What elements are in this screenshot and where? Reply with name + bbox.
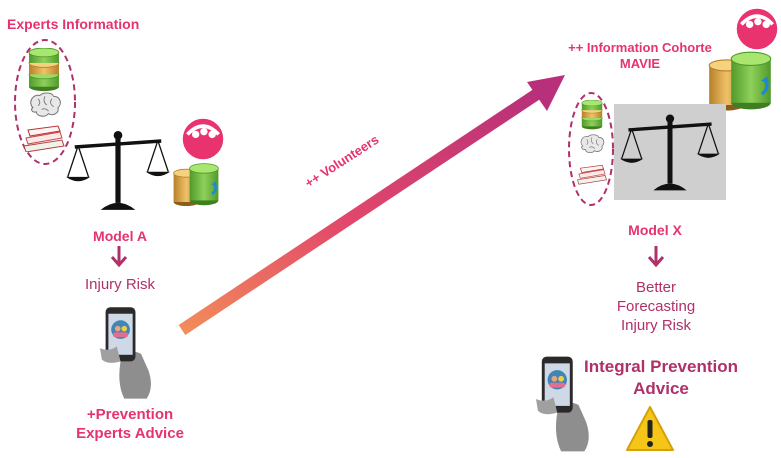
model-x-label: Model X <box>628 222 682 238</box>
information-cohorte-line2: MAVIE <box>619 56 661 71</box>
information-cohorte-line1: ++ Information Cohorte <box>568 40 712 55</box>
prevention-advice-line2: Experts Advice <box>76 425 184 442</box>
arrow-down-icon <box>647 246 665 268</box>
integral-prevention-text: Integral Prevention Advice <box>576 356 746 400</box>
brain-icon <box>578 134 606 154</box>
prevention-advice-text: +Prevention Experts Advice <box>50 405 210 443</box>
information-cohorte-text: ++ Information Cohorte MAVIE <box>540 40 740 72</box>
better-forecasting-line2: Forecasting <box>616 298 696 315</box>
better-forecasting-line3: Injury Risk <box>620 317 691 334</box>
better-forecasting-line1: Better <box>635 279 677 296</box>
model-a-label: Model A <box>93 228 147 244</box>
warning-icon <box>626 406 674 451</box>
mavie-logo-icon <box>734 6 780 52</box>
integral-prevention-line1: Integral Prevention <box>584 357 738 376</box>
prevention-advice-line1: +Prevention <box>86 406 174 423</box>
experts-information-title: Experts Information <box>7 16 140 32</box>
database-icon <box>578 100 606 130</box>
experts-dashed-ellipse <box>14 39 76 165</box>
arrow-down-icon <box>110 246 128 268</box>
injury-risk-label: Injury Risk <box>84 276 155 293</box>
scale-icon <box>620 108 720 196</box>
better-forecasting-text: Better Forecasting Injury Risk <box>596 278 716 335</box>
integral-prevention-line2: Advice <box>633 379 689 398</box>
inputs-dashed-ellipse <box>568 92 614 206</box>
books-icon <box>576 163 608 185</box>
